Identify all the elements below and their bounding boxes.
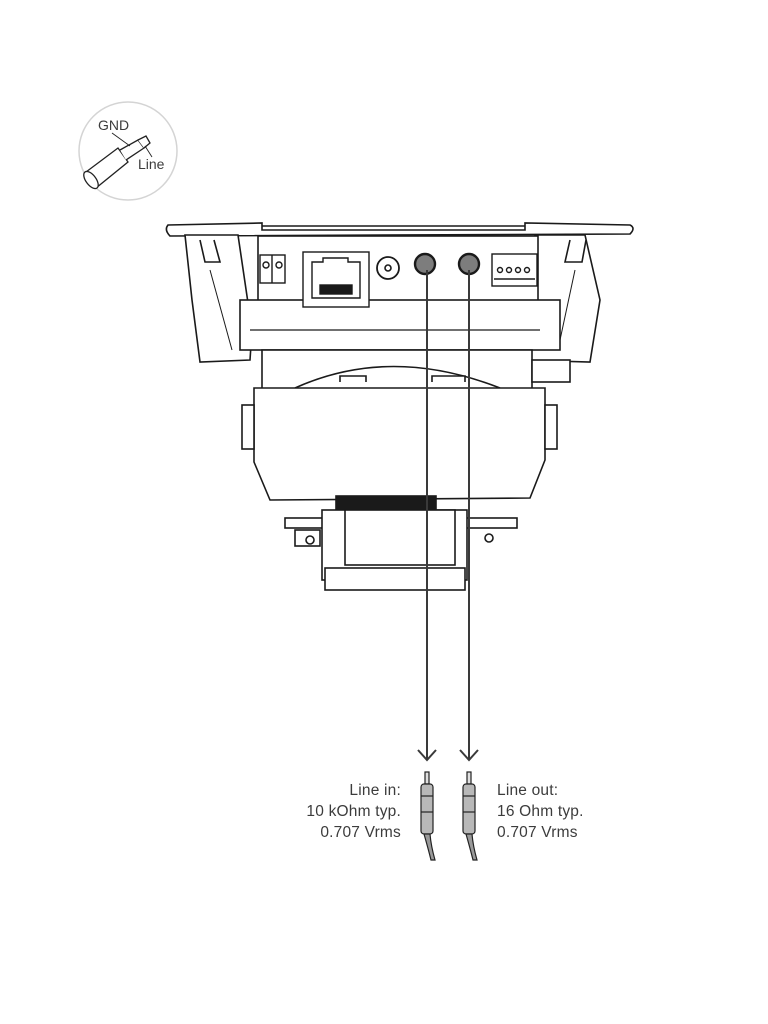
leader-lines — [417, 270, 479, 762]
line-in-level: 0.707 Vrms — [320, 824, 401, 841]
gnd-label: GND — [98, 117, 130, 133]
line-in-plug-icon — [420, 771, 436, 861]
camera-base — [261, 349, 571, 391]
plug-inset-icon — [83, 132, 153, 190]
power-terminal-icon — [259, 254, 286, 284]
line-label: Line — [138, 156, 165, 172]
arrow-down-icon — [417, 749, 437, 762]
ethernet-port-icon — [302, 251, 370, 308]
arrow-down-icon — [459, 749, 479, 762]
line-in-impedance: 10 kOhm typ. — [306, 803, 401, 820]
line-in-spec: Line in: 10 kOhm typ. 0.707 Vrms — [306, 780, 401, 843]
line-out-spec: Line out: 16 Ohm typ. 0.707 Vrms — [497, 780, 584, 843]
line-out-plug-icon — [462, 771, 478, 861]
line-in-jack-icon — [413, 252, 437, 276]
mounting-plate — [165, 222, 634, 237]
plug-inset — [78, 101, 178, 201]
camera-body — [241, 387, 558, 501]
line-out-level: 0.707 Vrms — [497, 824, 578, 841]
line-out-title: Line out: — [497, 782, 559, 799]
connector-panel — [239, 235, 561, 351]
io-terminal-icon — [491, 253, 538, 287]
line-in-title: Line in: — [349, 782, 401, 799]
lens-assembly — [284, 495, 518, 591]
coax-port-icon — [376, 256, 400, 280]
line-out-impedance: 16 Ohm typ. — [497, 803, 584, 820]
